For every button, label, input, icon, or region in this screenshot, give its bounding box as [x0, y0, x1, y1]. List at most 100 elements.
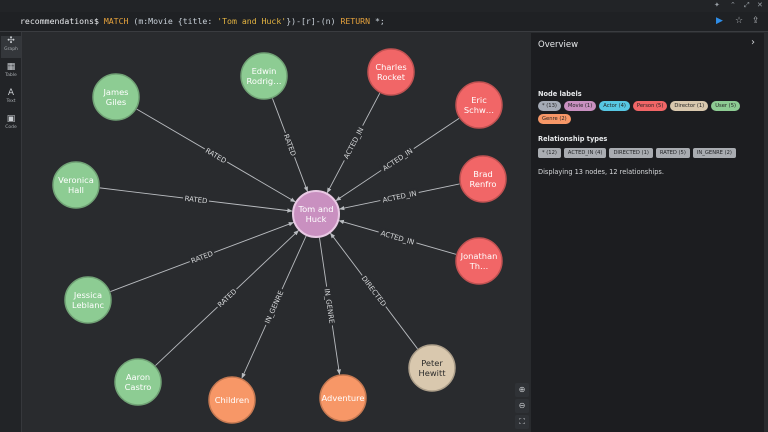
query-editor[interactable]: recommendations$ MATCH (m:Movie {title: …: [20, 16, 385, 26]
node-caption: Hall: [68, 185, 84, 195]
relationship-label-bg: [214, 285, 240, 310]
relationship-label-bg: [378, 144, 417, 174]
node-caption: Giles: [106, 97, 126, 107]
graph-node-jonathan[interactable]: JonathanTh…: [455, 237, 503, 285]
node-label-chips: * (13)Movie (1)Actor (4)Person (5)Direct…: [538, 101, 758, 124]
relationship-type-chip[interactable]: ACTED_IN (4): [563, 148, 607, 158]
node-caption: Edwin: [252, 66, 277, 76]
node-circle[interactable]: [367, 48, 415, 96]
relationship-type-chip[interactable]: * (12): [538, 148, 561, 158]
relationship-label: RATED: [281, 131, 300, 159]
result-view-sidebar: ✣ Graph ▦ Table A Text ▣ Code: [0, 32, 22, 432]
node-circle[interactable]: [292, 190, 340, 238]
node-caption: Leblanc: [72, 300, 104, 310]
graph-node-adventure[interactable]: Adventure: [319, 374, 367, 422]
node-caption: Hewitt: [419, 368, 447, 378]
table-view-button[interactable]: ▦ Table: [1, 62, 21, 84]
node-caption: Veronica: [58, 175, 94, 185]
query-return-star: *;: [370, 16, 385, 26]
node-caption: Children: [215, 395, 250, 405]
relationship-label-bg: [322, 285, 338, 326]
expand-icon[interactable]: ⤢: [744, 1, 750, 9]
relationship-label: IN_GENRE: [261, 287, 286, 327]
collapse-chevron-icon[interactable]: ›: [751, 37, 755, 48]
node-circle[interactable]: [455, 81, 503, 129]
code-icon: ▣: [6, 114, 16, 124]
node-caption: Schw…: [464, 105, 494, 115]
graph-view-button[interactable]: ✣ Graph: [1, 36, 21, 58]
fit-to-screen-button[interactable]: ⛶: [515, 415, 529, 429]
graph-summary-text: Displaying 13 nodes, 12 relationships.: [538, 168, 664, 176]
node-circle[interactable]: [408, 344, 456, 392]
close-icon[interactable]: ✕: [757, 1, 763, 9]
node-label-chip[interactable]: Genre (2): [538, 114, 571, 124]
relationship-type-text: RATED: [184, 195, 208, 206]
node-label-chip[interactable]: Director (1): [670, 101, 709, 111]
node-label-chip[interactable]: * (13): [538, 101, 561, 111]
query-bar: recommendations$ MATCH (m:Movie {title: …: [0, 12, 768, 32]
run-query-button[interactable]: ▶: [716, 16, 723, 26]
node-label-chip[interactable]: Actor (4): [599, 101, 630, 111]
zoom-out-button[interactable]: ⊖: [515, 399, 529, 413]
relationship-type-chips: * (12)ACTED_IN (4)DIRECTED (1)RATED (5)I…: [538, 148, 758, 158]
pin-frame-icon[interactable]: ⇪: [752, 16, 760, 26]
relationship-label: ACTED_IN: [339, 123, 367, 163]
overview-panel: Overview › Node labels * (13)Movie (1)Ac…: [531, 33, 764, 432]
text-icon: A: [7, 88, 15, 98]
graph-node-children[interactable]: Children: [208, 376, 256, 424]
relationship-type-chip[interactable]: DIRECTED (1): [609, 148, 653, 158]
node-circle[interactable]: [319, 374, 367, 422]
relationship-label-bg: [261, 287, 286, 327]
text-view-button[interactable]: A Text: [1, 88, 21, 110]
relationship-label: IN_GENRE: [322, 285, 338, 326]
graph-view-label: Graph: [4, 47, 18, 52]
node-label-chip[interactable]: Person (5): [632, 101, 668, 111]
node-circle[interactable]: [52, 161, 100, 209]
relationship-label-bg: [281, 131, 300, 159]
node-label-chip[interactable]: Movie (1): [563, 101, 597, 111]
relationship-type-chip[interactable]: RATED (5): [655, 148, 690, 158]
node-caption: Peter: [421, 358, 443, 368]
pin-window-icon[interactable]: ✦: [714, 1, 720, 9]
node-circle[interactable]: [459, 155, 507, 203]
query-pattern-rest: })-[r]-(n): [286, 16, 341, 26]
node-caption: Rodrig…: [246, 76, 281, 86]
graph-node-eric[interactable]: EricSchw…: [455, 81, 503, 129]
node-circle[interactable]: [92, 73, 140, 121]
node-circle[interactable]: [240, 52, 288, 100]
node-caption: James: [102, 87, 128, 97]
relationship-label-bg: [202, 144, 230, 166]
node-caption: Castro: [125, 382, 152, 392]
relationship-label: RATED: [202, 144, 230, 166]
graph-icon: ✣: [7, 36, 15, 46]
node-circle[interactable]: [114, 358, 162, 406]
code-view-button[interactable]: ▣ Code: [1, 114, 21, 136]
relationship-label: ACTED_IN: [378, 144, 417, 174]
minimize-icon[interactable]: ⌃: [730, 1, 736, 9]
node-label-chip[interactable]: User (5): [711, 101, 741, 111]
node-circle[interactable]: [64, 276, 112, 324]
graph-node-edwin[interactable]: EdwinRodrig…: [240, 52, 288, 100]
relationship-type-chip[interactable]: IN_GENRE (2): [692, 148, 736, 158]
favorite-star-icon[interactable]: ☆: [735, 16, 744, 26]
zoom-in-button[interactable]: ⊕: [515, 383, 529, 397]
node-labels-heading: Node labels: [538, 90, 582, 98]
node-circle[interactable]: [208, 376, 256, 424]
relationship-label: RATED: [188, 247, 216, 266]
node-caption: Rocket: [377, 72, 406, 82]
node-circle[interactable]: [455, 237, 503, 285]
relationship-label-bg: [339, 123, 367, 163]
relationship-type-text: ACTED_IN: [381, 147, 414, 173]
query-prompt: recommendations$: [20, 16, 99, 26]
